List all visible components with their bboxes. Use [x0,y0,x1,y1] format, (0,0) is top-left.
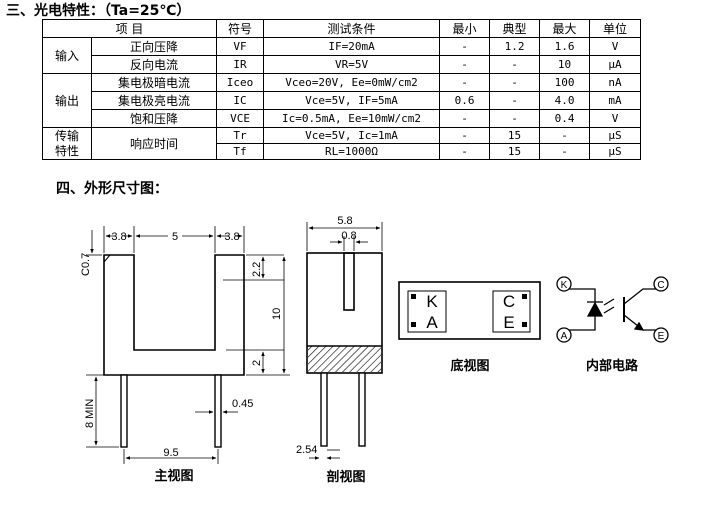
table-row: 输出 集电极暗电流 Iceo Vceo=20V, Ee=0mW/cm2 - - … [42,73,642,128]
header-symbol: 符号 [216,19,265,38]
table-row: 集电极亮电流 IC Vce=5V, IF=5mA 0.6 - 4.0 mA [43,91,642,110]
row-typ: 15 [489,143,541,160]
row-condition: Vceo=20V, Ee=0mW/cm2 [263,73,441,92]
dim-2-54: 2.54 [296,444,317,456]
dim-c0-7: C0.7 [80,253,92,276]
group-input: 输入 [42,37,92,74]
circuit-pin-labels: K A C E [561,280,665,342]
bottom-view [398,281,541,340]
section-view-labels: 5.8 0.8 2.54 [296,215,357,456]
pin-label-c: C [503,292,515,311]
row-name: 集电极暗电流 [90,73,218,92]
table-header-row: 项 目 符号 测试条件 最小 典型 最大 单位 [41,19,642,38]
dim-10: 10 [271,308,283,320]
row-name: 响应时间 [90,127,218,160]
caption-internal-circuit: 内部电路 [586,358,639,374]
pin-label-e: E [503,313,514,332]
dim-5: 5 [172,231,178,243]
row-symbol: Tr [216,127,265,144]
row-symbol: IR [216,55,265,74]
front-view [103,254,245,448]
row-max: 100 [539,73,591,92]
pin-label-k: K [426,292,438,311]
section-title-characteristics: 三、光电特性：（Ta=25℃） [6,3,191,19]
bottom-view-pin-labels: K A C E [426,292,515,332]
row-min: - [439,143,491,160]
row-condition: RL=1000Ω [263,143,441,160]
section-view [306,252,383,447]
group-transfer: 传输 特性 [42,127,92,160]
pin-label-a: A [426,313,438,332]
caption-bottom-view: 底视图 [450,358,489,374]
row-unit: μA [589,55,642,74]
front-view-labels: 3.8 5 3.8 C0.7 2.2 10 2 8 MIN 0.45 9.5 [80,231,283,459]
characteristics-table: 项 目 符号 测试条件 最小 典型 最大 单位 输入 正向压降 VF IF=20… [41,19,642,160]
row-min: 0.6 [439,91,491,110]
row-condition: VR=5V [263,55,441,74]
dim-3-8-right: 3.8 [224,231,239,243]
group-output: 输出 [42,73,92,128]
circuit-pin-e: E [658,331,665,342]
row-max: 4.0 [539,91,591,110]
section-title-dimensions: 四、外形尺寸图： [56,181,168,197]
table-row: 传输 特性 响应时间 Tr Vce=5V, Ic=1mA - 15 - μS [42,127,642,160]
circuit-pin-a: A [561,331,568,342]
light-arrow-upper [603,298,615,306]
internal-circuit [556,276,669,343]
front-view-dimensions [86,226,290,464]
circuit-pin-c: C [657,280,664,291]
header-max: 最大 [539,19,591,38]
caption-front-view: 主视图 [154,468,193,484]
row-condition: Vce=5V, IF=5mA [263,91,441,110]
table-row: 反向电流 IR VR=5V - - 10 μA [43,55,642,74]
dim-3-8-left: 3.8 [111,231,126,243]
light-arrow-lower [603,306,615,314]
dim-8-min: 8 MIN [84,399,96,428]
dim-5-8: 5.8 [337,215,352,227]
circuit-pin-k: K [561,280,568,291]
dim-0-8: 0.8 [341,230,356,242]
dim-2: 2 [251,360,263,366]
dim-9-5: 9.5 [163,447,178,459]
dim-2-2: 2.2 [251,262,263,277]
table-row: Tf RL=1000Ω - 15 - μS [43,143,642,160]
section-view-dimensions [306,222,383,460]
caption-section-view: 剖视图 [326,469,365,485]
row-unit: μS [589,143,642,160]
dim-0-45: 0.45 [232,398,253,410]
